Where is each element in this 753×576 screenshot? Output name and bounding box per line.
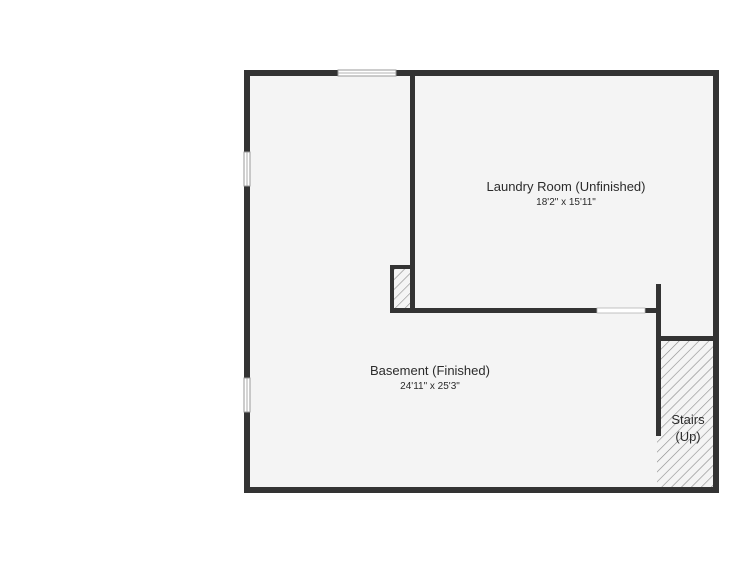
column-wall-top (390, 265, 415, 269)
laundry-wall-bottom (390, 308, 660, 313)
windows (243, 69, 646, 413)
outer-wall-left (244, 70, 250, 493)
stairs-wall-top (656, 336, 719, 341)
outer-wall-right (713, 70, 719, 493)
stairs-label: Stairs (671, 412, 705, 427)
column-hatch (393, 268, 411, 309)
basement-name: Basement (Finished) (370, 363, 490, 378)
laundry-doorway (596, 307, 646, 314)
partial-wall (656, 284, 661, 436)
laundry-room-dimensions: 18'2" x 15'11" (536, 197, 596, 208)
walls (244, 70, 719, 493)
laundry-room-name: Laundry Room (Unfinished) (487, 179, 646, 194)
outer-wall-bottom (244, 487, 719, 493)
laundry-wall-left (410, 73, 415, 313)
column-wall-left (390, 265, 394, 313)
stairs-direction: (Up) (675, 429, 700, 444)
stairs-hatch (657, 340, 713, 489)
floor-area (246, 73, 716, 491)
basement-dimensions: 24'11" x 25'3" (400, 381, 460, 392)
outer-wall-top (244, 70, 719, 76)
